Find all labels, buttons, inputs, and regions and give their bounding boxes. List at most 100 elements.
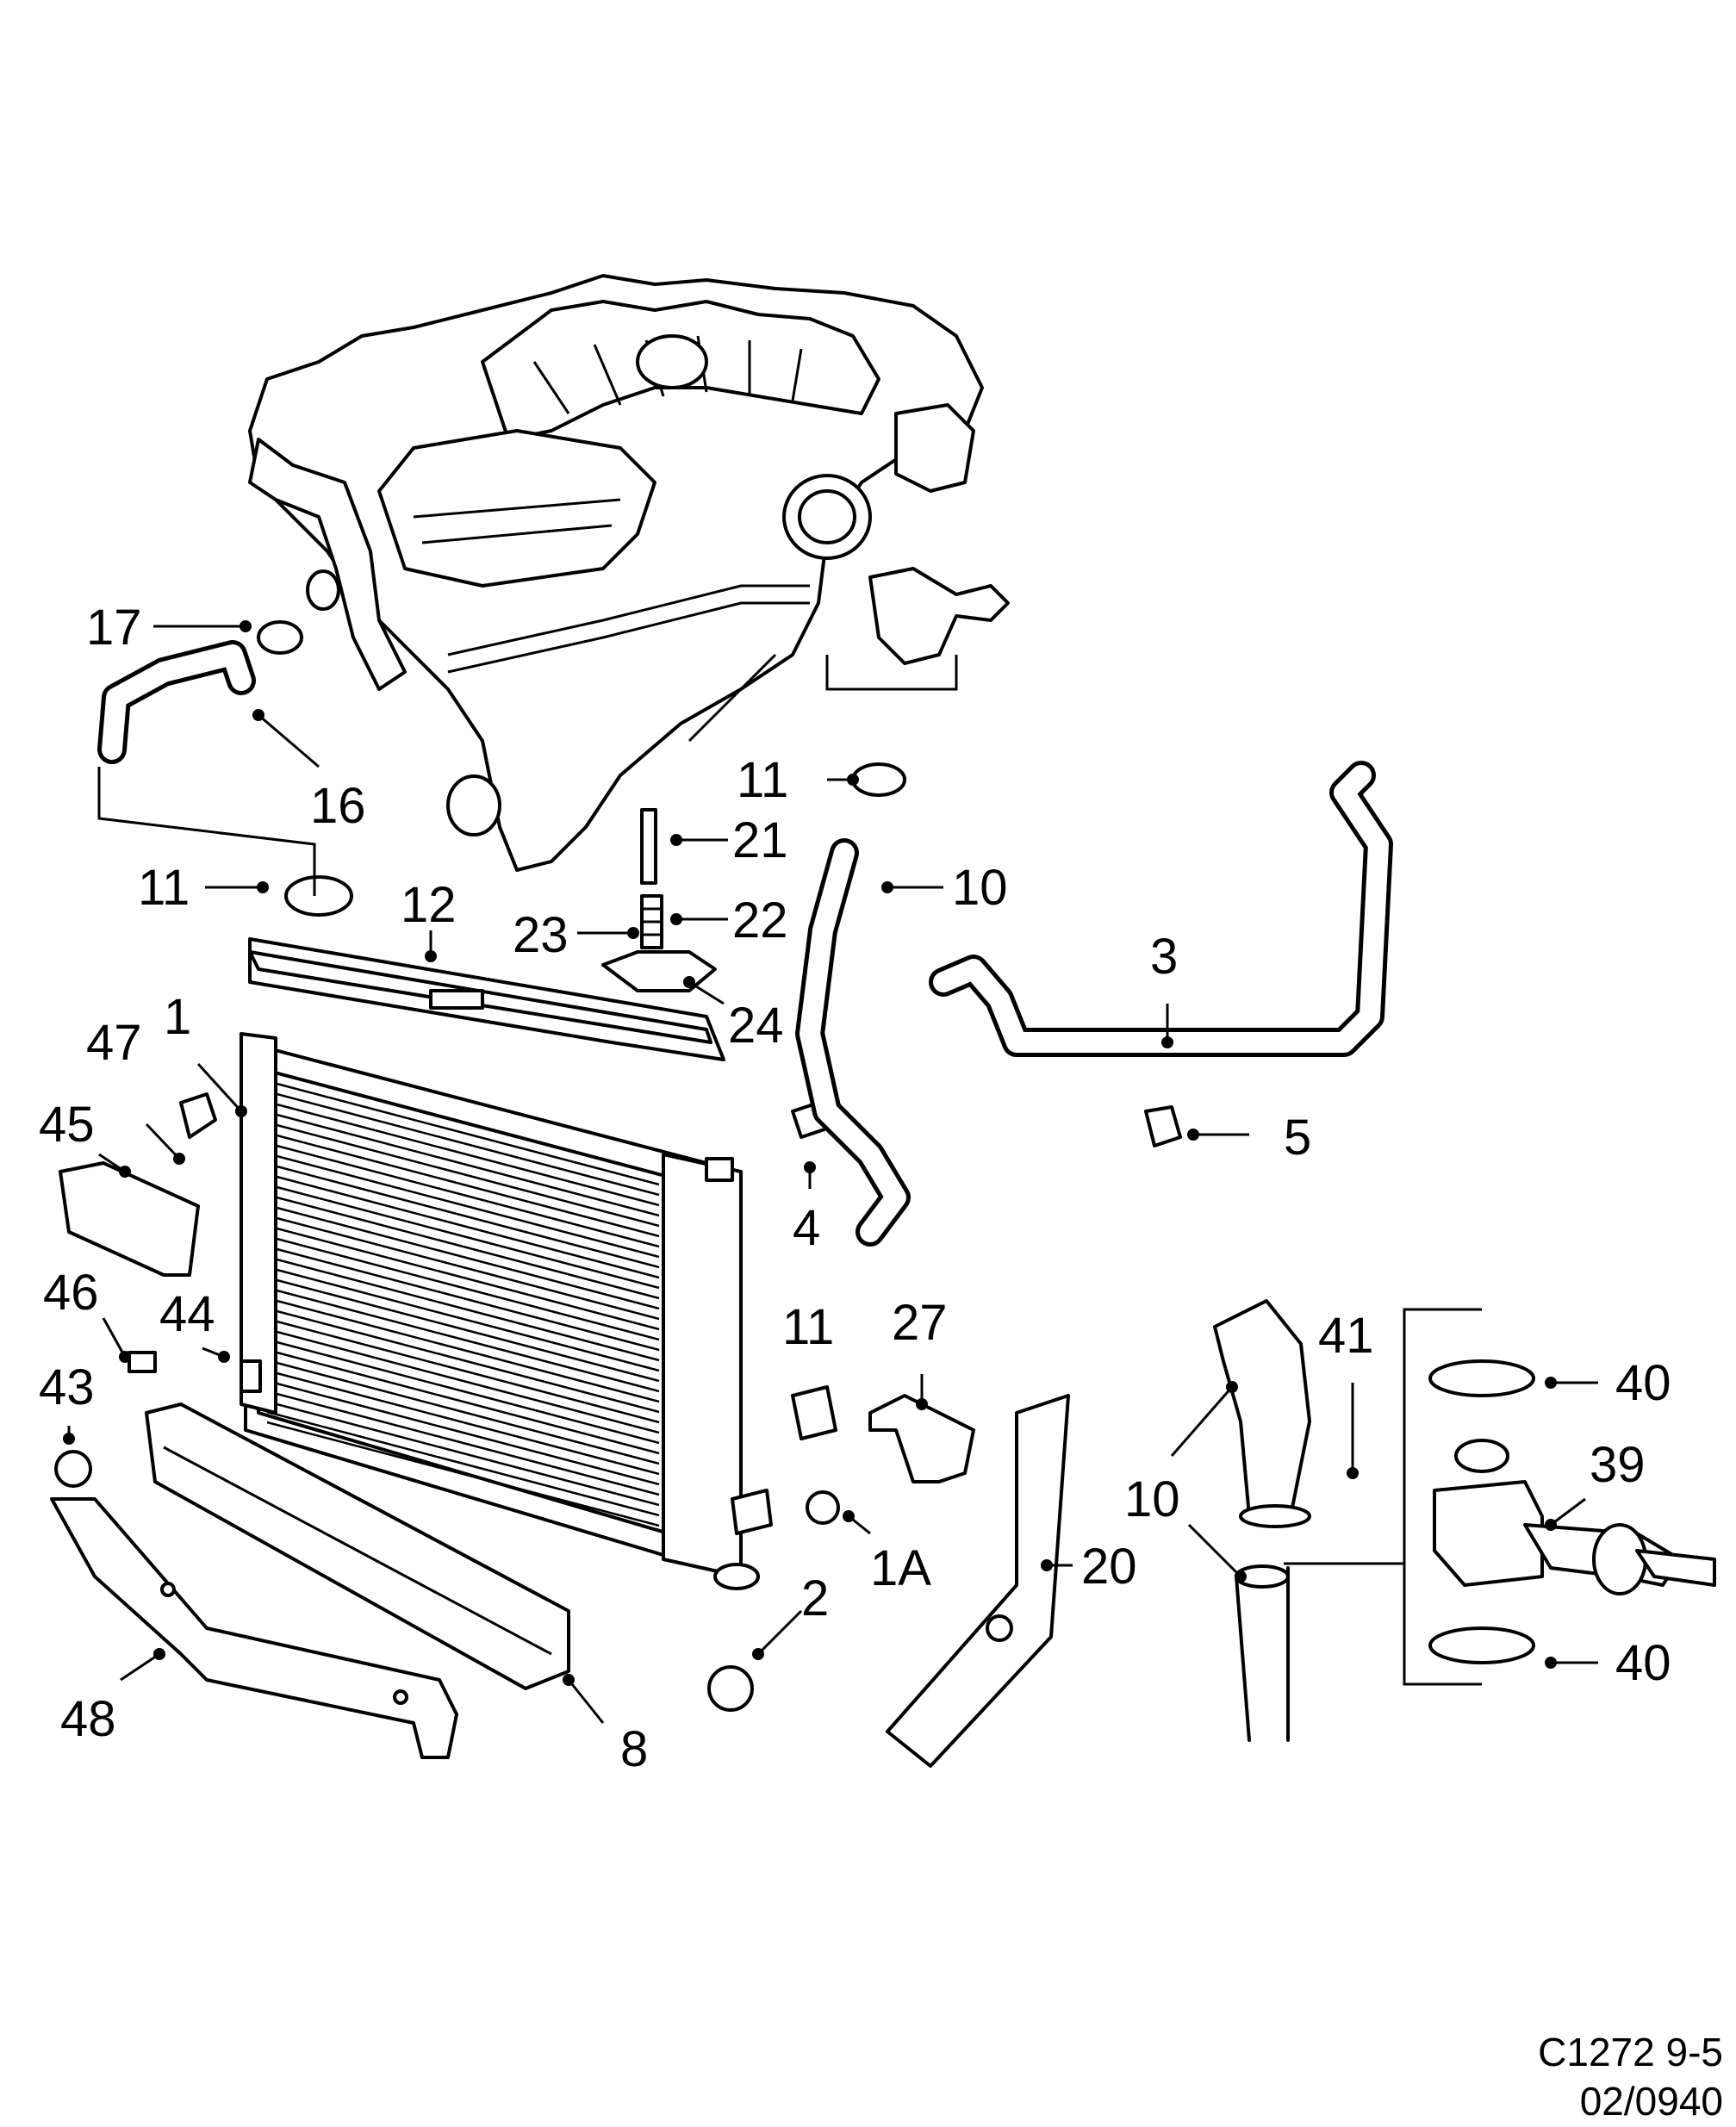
radiator-fin-line xyxy=(266,1400,660,1507)
callout-labels: 17 16 11 12 1 47 45 46 44 43 48 8 2 1A 4… xyxy=(39,600,1671,1777)
radiator-fin-line xyxy=(266,1214,660,1321)
rubber-mount-2-shape xyxy=(707,1665,754,1712)
small-fasteners xyxy=(54,1092,1182,1712)
radiator-fin-line xyxy=(266,1172,660,1279)
radiator-fin-line xyxy=(266,1286,660,1393)
hose-clamps xyxy=(257,620,1535,1664)
callout-10: 10 xyxy=(952,860,1008,916)
air-guide-panel xyxy=(248,937,725,1061)
drawing-code: C1272 9-5 xyxy=(1538,2030,1723,2074)
radiator-fin-line xyxy=(266,1276,660,1383)
radiator-fin-line xyxy=(266,1152,660,1259)
radiator-fin-line xyxy=(266,1224,660,1331)
callout-2: 2 xyxy=(801,1570,829,1626)
callout-10-right: 10 xyxy=(1124,1471,1180,1527)
callout-8: 8 xyxy=(620,1721,648,1777)
callout-22: 22 xyxy=(732,892,788,948)
callout-11-low: 11 xyxy=(782,1299,834,1355)
callout-46: 46 xyxy=(43,1265,99,1321)
clamp-11-shape-a xyxy=(284,875,353,917)
callout-1: 1 xyxy=(164,989,191,1045)
radiator-fin-line xyxy=(266,1121,660,1228)
radiator-fin-line xyxy=(266,1193,660,1300)
callout-45: 45 xyxy=(39,1097,95,1153)
pin-21-shape xyxy=(640,808,657,885)
radiator-fin-line xyxy=(266,1369,660,1476)
radiator-fin-line xyxy=(266,1131,660,1238)
engine-group-bracket xyxy=(825,655,958,691)
drain-plug-1a-shape xyxy=(806,1490,840,1525)
side-panel-20 xyxy=(886,1394,1070,1768)
radiator-fin-line xyxy=(266,1203,660,1310)
callout-20: 20 xyxy=(1081,1539,1137,1595)
lower-crossmember xyxy=(145,1402,570,1690)
radiator-fin-line xyxy=(266,1141,660,1248)
callout-5: 5 xyxy=(1284,1110,1311,1166)
radiator-fin-line xyxy=(266,1379,660,1486)
mounting-24-shape xyxy=(601,950,717,992)
drawing-reference: C1272 9-5 02/0940 xyxy=(1538,2030,1723,2124)
callout-43: 43 xyxy=(39,1359,95,1415)
radiator-fin-line xyxy=(266,1359,660,1465)
callout-11: 11 xyxy=(138,860,190,916)
callout-39: 39 xyxy=(1590,1437,1646,1493)
valve-group-bracket xyxy=(1284,1308,1482,1686)
radiator-fin-line xyxy=(266,1338,660,1445)
radiator xyxy=(240,1032,773,1590)
callout-12: 12 xyxy=(401,877,457,933)
clip-46-shape xyxy=(128,1351,157,1373)
radiator-fin-line xyxy=(266,1100,660,1207)
callout-3: 3 xyxy=(1150,929,1178,985)
radiator-fin-line xyxy=(266,1090,660,1197)
callout-23: 23 xyxy=(513,907,569,963)
radiator-fin-line xyxy=(266,1255,660,1362)
bolt-43-shape xyxy=(54,1450,92,1488)
air-deflector-45 xyxy=(59,1161,200,1277)
callout-41: 41 xyxy=(1318,1308,1374,1364)
callout-16: 16 xyxy=(310,778,366,834)
radiator-fin-line xyxy=(266,1390,660,1496)
callout-40-top: 40 xyxy=(1615,1355,1671,1411)
clamp-11-shape-c xyxy=(791,1385,837,1440)
radiator-fin-line xyxy=(266,1421,660,1527)
callout-21: 21 xyxy=(732,812,788,868)
coolant-pipe-41 xyxy=(1213,1299,1311,1528)
radiator-fin-line xyxy=(266,1307,660,1414)
clamp-11-shape-b xyxy=(851,762,906,797)
radiator-fin-line xyxy=(266,1297,660,1403)
callout-27: 27 xyxy=(892,1295,948,1351)
callout-40-bottom: 40 xyxy=(1615,1635,1671,1691)
hose-16-bracket xyxy=(97,767,316,896)
bracket-and-pin xyxy=(601,808,717,992)
callout-47: 47 xyxy=(86,1015,142,1071)
engine-illustration xyxy=(248,274,1010,872)
date-code: 02/0940 xyxy=(1580,2079,1723,2124)
radiator-fin-line xyxy=(266,1410,660,1517)
radiator-fin-line xyxy=(266,1317,660,1424)
radiator-core-fins xyxy=(266,1079,660,1527)
radiator-fin-line xyxy=(266,1235,660,1341)
radiator-fin-line xyxy=(266,1183,660,1290)
callout-44: 44 xyxy=(159,1286,215,1342)
clamp-17-shape xyxy=(257,620,303,655)
support-bracket-48 xyxy=(50,1497,458,1759)
radiator-fin-line xyxy=(266,1162,660,1269)
radiator-fin-line xyxy=(266,1245,660,1352)
nut-44-shape xyxy=(240,1359,262,1393)
callout-1a: 1A xyxy=(870,1540,931,1596)
leader-lines xyxy=(63,620,1598,1724)
callout-48: 48 xyxy=(60,1691,116,1747)
radiator-fin-line xyxy=(266,1328,660,1434)
clip-5-shape xyxy=(1144,1105,1182,1147)
clamp-40-shape-b xyxy=(1428,1626,1535,1664)
radiator-fin-line xyxy=(266,1079,660,1186)
callout-11-mid: 11 xyxy=(737,752,788,808)
clamp-40-shape-a xyxy=(1428,1359,1535,1397)
radiator-fin-line xyxy=(266,1348,660,1455)
bracket-27 xyxy=(868,1394,975,1483)
callout-17: 17 xyxy=(86,600,142,656)
heater-valve-39 xyxy=(1433,1439,1716,1595)
radiator-fin-line xyxy=(266,1266,660,1372)
callout-4: 4 xyxy=(793,1200,820,1256)
